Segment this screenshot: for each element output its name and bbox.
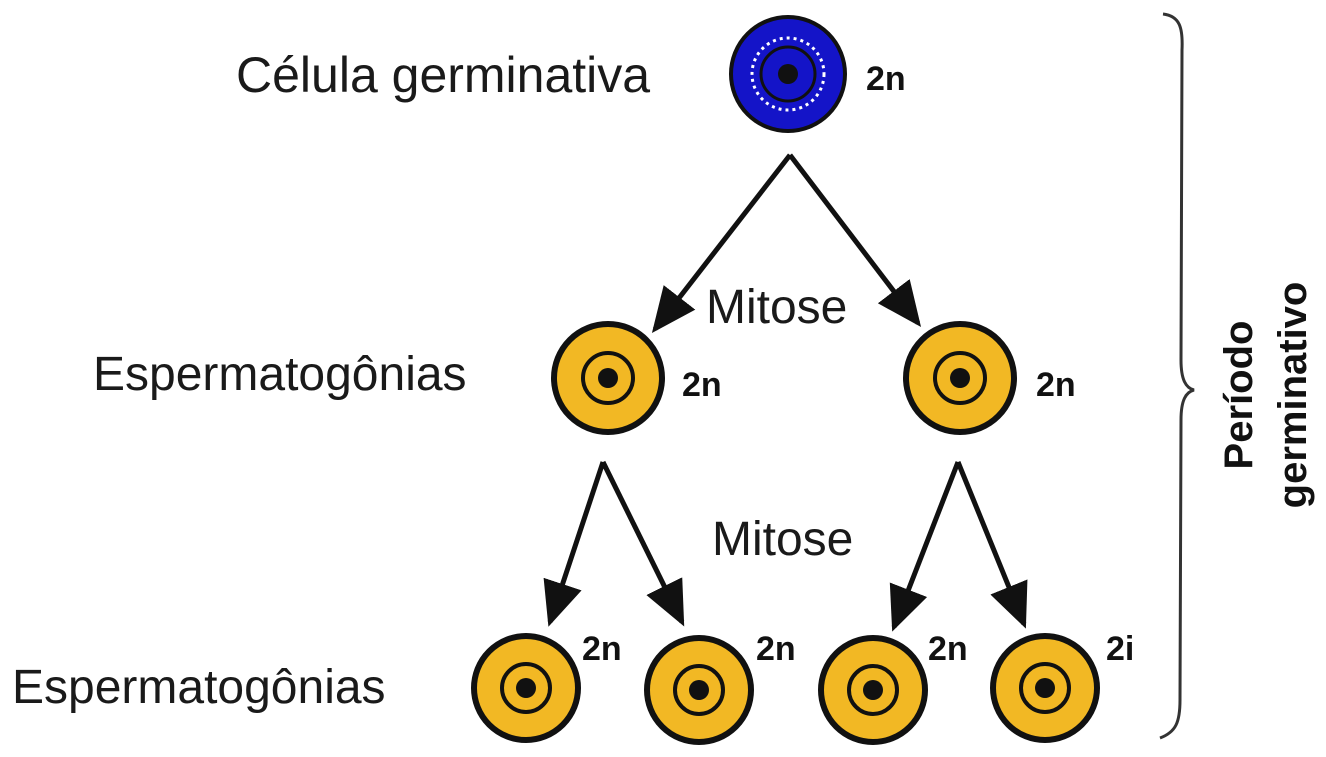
arrow-gen1-right-a <box>889 461 961 632</box>
arrow-germ-right <box>788 153 922 327</box>
spermatogonium-gen2-3 <box>818 635 928 745</box>
spermatogonium-gen2-1 <box>471 633 581 743</box>
germ-cell-label: Célula germinativa <box>236 47 650 103</box>
mitosis-label-1: Mitose <box>706 281 847 334</box>
arrow-gen1-left-b <box>600 460 685 627</box>
arrow-gen1-left-a <box>543 461 606 627</box>
period-label-line2: germinativo <box>1271 282 1315 509</box>
ploidy-gen2-4: 2i <box>1106 630 1134 668</box>
spermatogonia-label-row1: Espermatogônias <box>93 348 467 401</box>
spermatogonium-gen2-2 <box>644 635 754 745</box>
spermatogonium-gen1-left <box>551 321 665 435</box>
ploidy-gen1-left: 2n <box>682 366 722 404</box>
ploidy-gen2-1: 2n <box>582 630 622 668</box>
germ-cell <box>729 15 847 133</box>
ploidy-gen1-right: 2n <box>1036 366 1076 404</box>
mitosis-label-2: Mitose <box>712 513 853 566</box>
spermatogonium-gen1-right <box>903 321 1017 435</box>
ploidy-gen2-3: 2n <box>928 630 968 668</box>
ploidy-gen2-2: 2n <box>756 630 796 668</box>
spermatogonium-gen2-4 <box>990 633 1100 743</box>
period-brace <box>1159 12 1195 740</box>
period-label-line1: Período <box>1217 321 1261 470</box>
spermatogonia-label-row2: Espermatogônias <box>12 661 386 714</box>
arrow-germ-left <box>651 153 792 333</box>
ploidy-germ: 2n <box>866 60 906 98</box>
arrow-gen1-right-b <box>955 461 1028 629</box>
